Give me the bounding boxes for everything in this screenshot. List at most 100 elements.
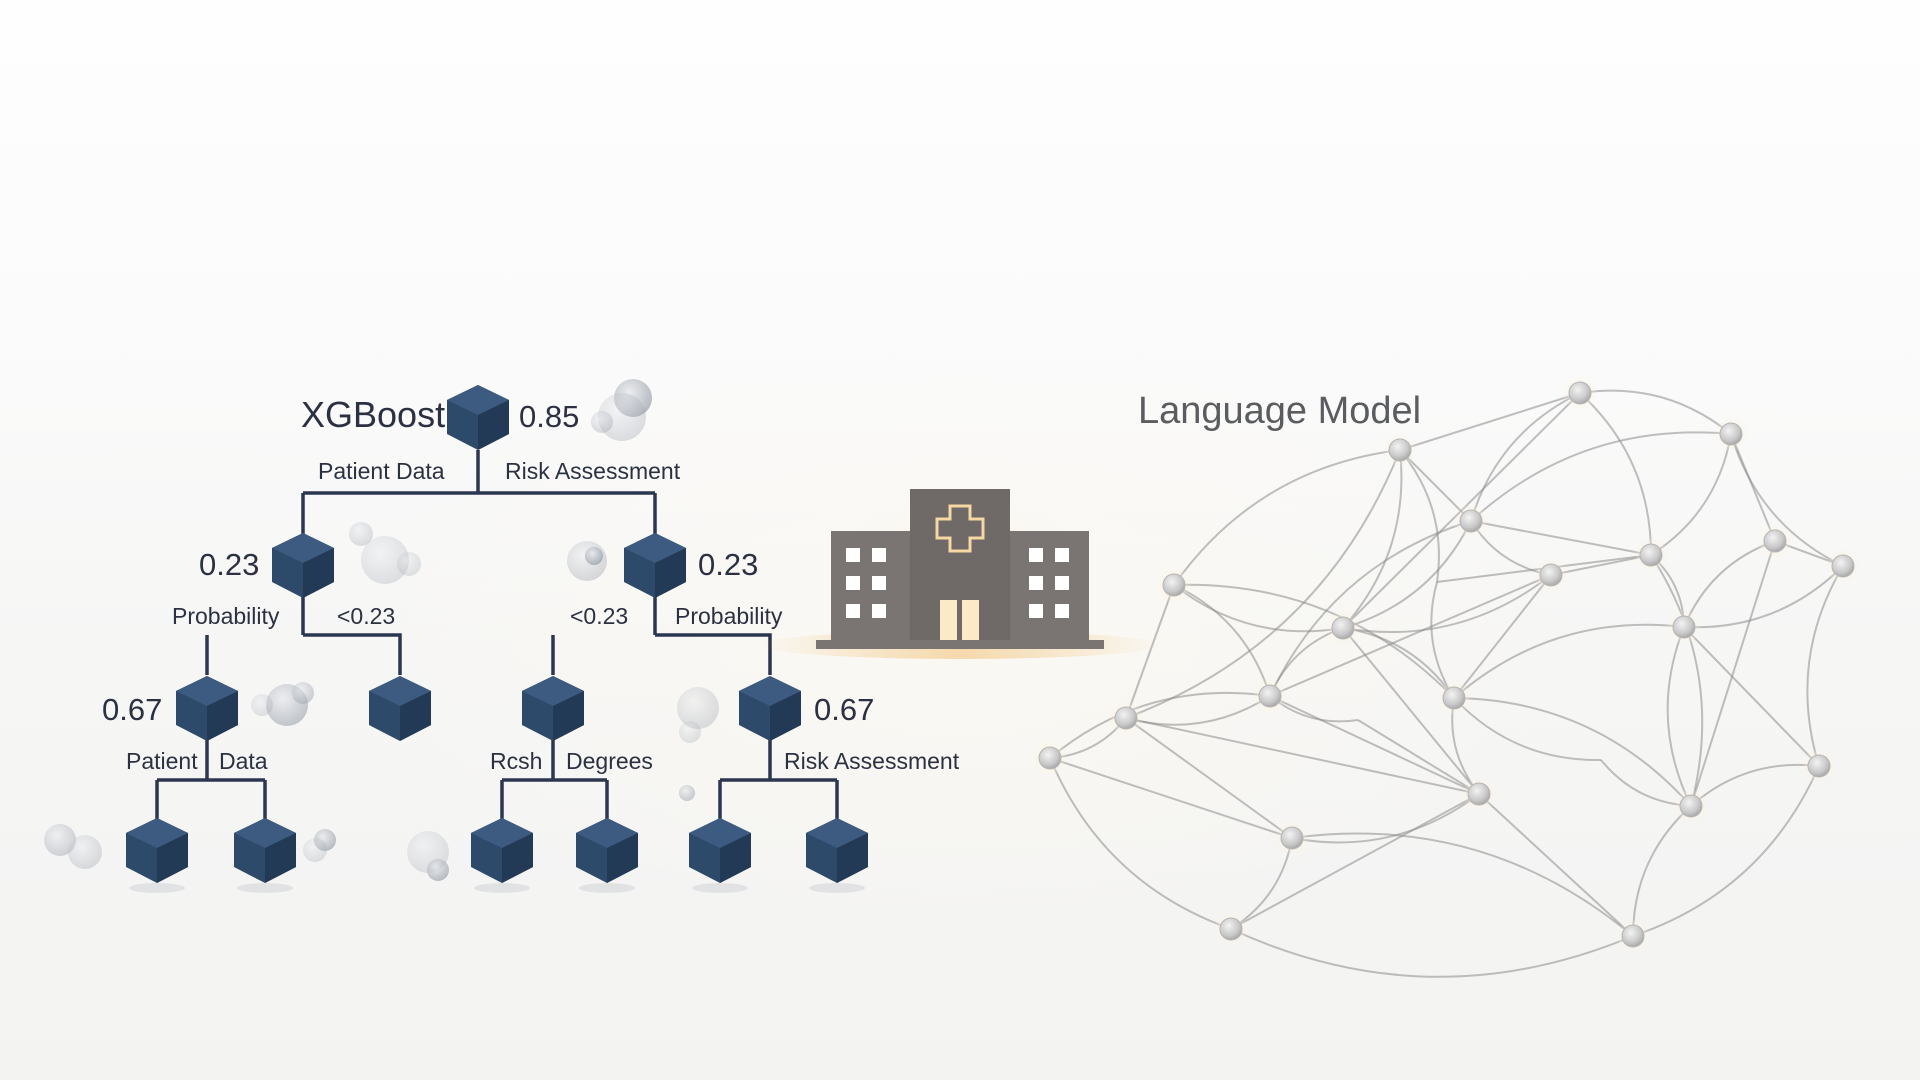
tree-leaf-2 <box>234 818 296 883</box>
network-node <box>1672 615 1696 639</box>
edge-label-risk-assessment: Risk Assessment <box>505 458 681 484</box>
tree-node-l2-a <box>176 676 238 741</box>
network-edge <box>1632 805 1692 937</box>
network-edge <box>1806 565 1844 767</box>
network-edge <box>1342 574 1552 634</box>
network-edge <box>1230 793 1480 930</box>
network-edge <box>1650 554 1704 807</box>
network-edge <box>1690 540 1776 807</box>
tree-node-l2-c <box>522 676 584 741</box>
network-edge <box>1453 697 1692 807</box>
network-node <box>1442 686 1466 710</box>
edge-label-probability-left: Probability <box>172 603 280 629</box>
network-edge <box>1269 574 1552 697</box>
network-edge <box>1453 623 1685 699</box>
tree-node-l1-right <box>624 533 686 598</box>
network-edge <box>1291 793 1480 844</box>
edge-label-patient-data: Patient Data <box>318 458 445 484</box>
network-edge <box>1730 433 1844 567</box>
network-edge <box>1357 719 1480 795</box>
network-edge <box>1470 431 1732 522</box>
network-edge <box>1342 627 1480 795</box>
network-node <box>1114 706 1138 730</box>
network-edge <box>1690 763 1820 807</box>
network-node <box>1679 794 1703 818</box>
network-node <box>1388 438 1412 462</box>
edge-label-lt-left: <0.23 <box>337 603 395 629</box>
network-node <box>1459 509 1483 533</box>
network-edge <box>1049 757 1232 930</box>
network-edge <box>1666 626 1692 807</box>
score-l1-left: 0.23 <box>199 547 259 582</box>
tree-labels: XGBoost 0.85 Patient Data Risk Assessmen… <box>102 394 960 774</box>
edge-label-probability-right: Probability <box>675 603 783 629</box>
network-edge <box>1049 691 1271 759</box>
score-l1-right: 0.23 <box>698 547 758 582</box>
network-edge <box>1173 584 1271 697</box>
network-edge <box>1478 793 1634 937</box>
network-edge <box>1125 717 1293 839</box>
network-node <box>1621 924 1645 948</box>
network-node <box>1807 754 1831 778</box>
network-node <box>1331 616 1355 640</box>
network-edge <box>1230 928 1634 978</box>
network-node <box>1831 554 1855 578</box>
score-l2-left: 0.67 <box>102 692 162 727</box>
network-node <box>1763 529 1787 553</box>
network-node <box>1038 746 1062 770</box>
network-edge <box>1683 565 1844 629</box>
network-edge <box>1683 626 1820 767</box>
network-edge <box>1470 392 1581 522</box>
tree-node-root <box>447 385 509 450</box>
network-node <box>1280 826 1304 850</box>
network-edge <box>1049 757 1293 839</box>
edge-label-lt-right: <0.23 <box>570 603 628 629</box>
language-model-network: Language Model <box>1032 375 1861 978</box>
network-node <box>1258 684 1282 708</box>
tree-leaf-4 <box>576 818 638 883</box>
tree-node-l2-b <box>369 676 431 741</box>
root-score: 0.85 <box>519 399 579 434</box>
edge-label-risk-assessment-leaf: Risk Assessment <box>784 748 960 774</box>
tree-leaf-5 <box>689 818 751 883</box>
network-edge <box>1650 433 1732 556</box>
network-node <box>1162 573 1186 597</box>
network-edge <box>1453 697 1602 762</box>
tree-title: XGBoost <box>301 394 445 435</box>
network-node <box>1639 543 1663 567</box>
network-title: Language Model <box>1138 390 1421 432</box>
network-nodes <box>1032 375 1861 954</box>
network-node <box>1539 563 1563 587</box>
network-edge <box>1269 520 1472 697</box>
network-edge <box>1632 765 1820 937</box>
score-l2-right: 0.67 <box>814 692 874 727</box>
network-edge <box>1269 695 1480 795</box>
hospital-icon <box>760 489 1160 670</box>
network-node <box>1219 917 1243 941</box>
tree-bubbles <box>44 379 719 881</box>
network-edge <box>1291 832 1634 937</box>
tree-node-l1-left <box>272 533 334 598</box>
tree-node-l2-d <box>739 676 801 741</box>
network-edge <box>1125 717 1480 795</box>
network-edge <box>1470 520 1652 556</box>
network-node <box>1467 782 1491 806</box>
network-node <box>1568 381 1592 405</box>
edge-label-data: Data <box>219 748 268 774</box>
network-edge <box>1173 449 1401 586</box>
tree-nodes <box>126 385 868 883</box>
edge-label-patient: Patient <box>126 748 198 774</box>
tree-leaf-6 <box>806 818 868 883</box>
network-edge <box>1173 584 1344 633</box>
edge-label-degrees: Degrees <box>566 748 653 774</box>
network-edge <box>1453 574 1552 699</box>
network-edge <box>1579 392 1653 556</box>
cube-shadows <box>129 883 865 893</box>
network-edge <box>1342 449 1403 629</box>
tree-leaf-3 <box>471 818 533 883</box>
network-edge <box>1399 392 1581 451</box>
network-edge <box>1125 449 1401 719</box>
network-edge <box>1342 520 1472 629</box>
